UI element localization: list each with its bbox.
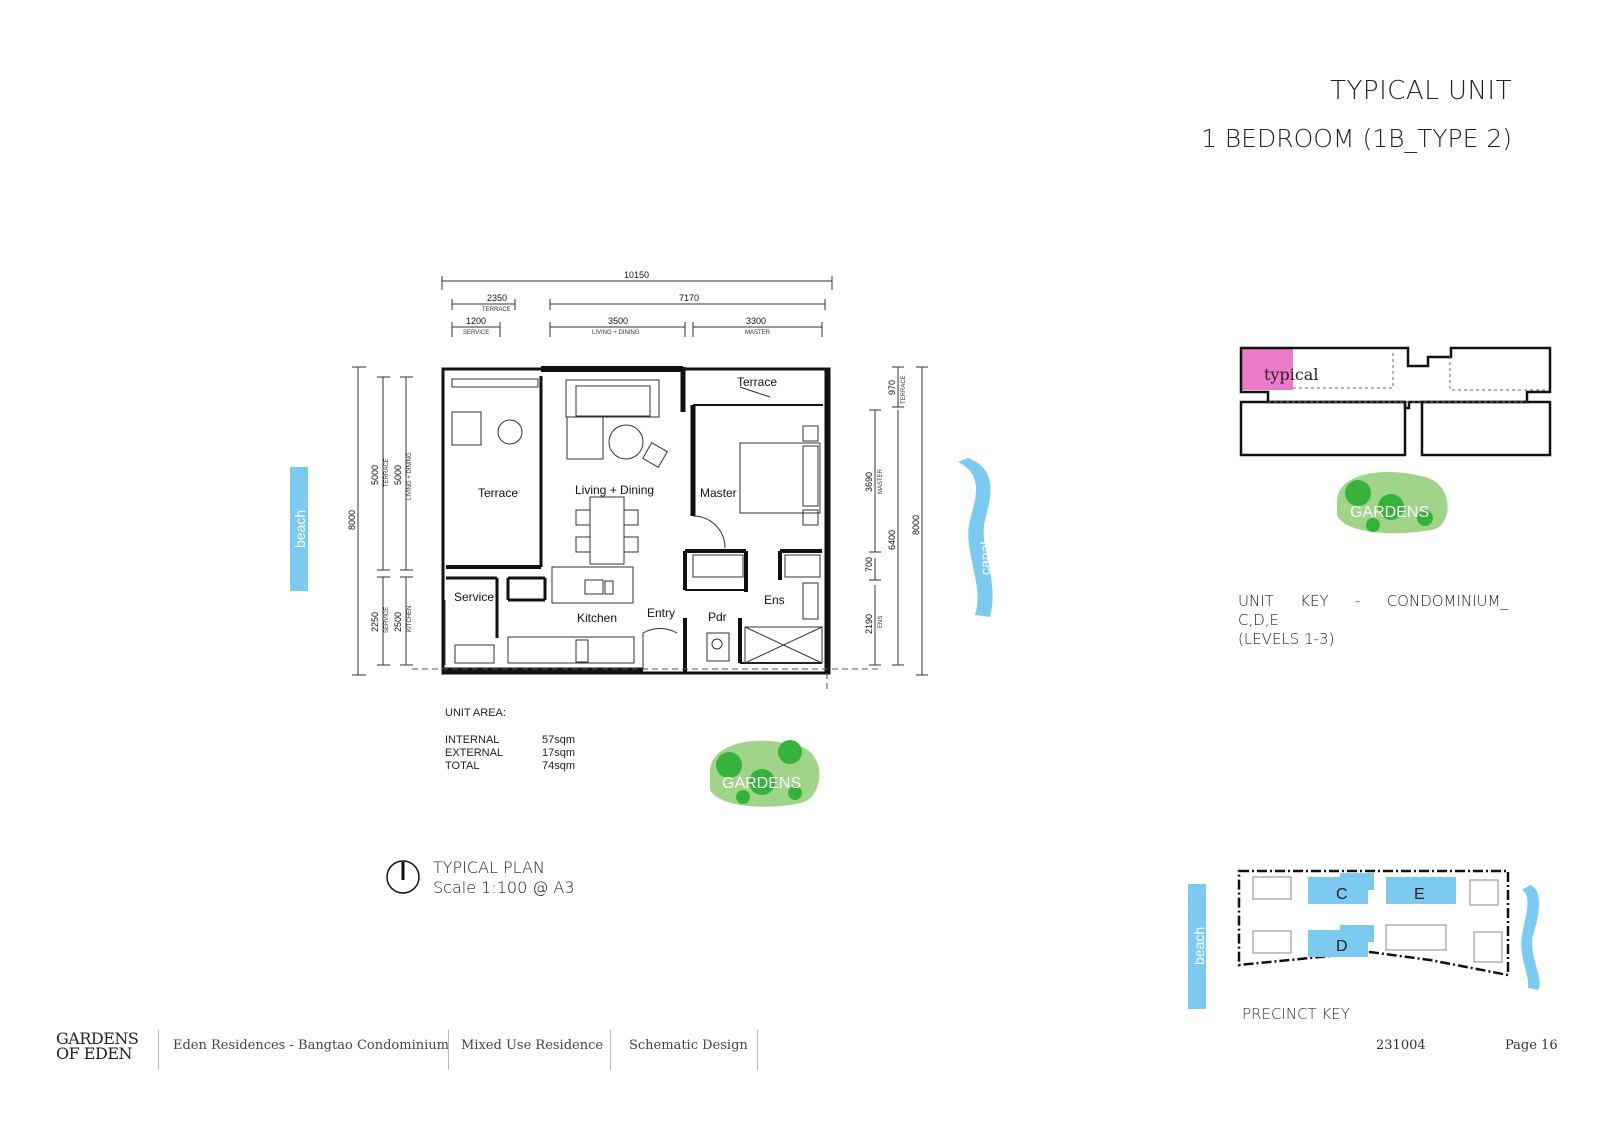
unit-key-blocks: C,D,E	[1238, 611, 1280, 629]
unit-key-caption: UNIT KEY - CONDOMINIUM_ C,D,E (LEVELS 1-…	[1238, 592, 1508, 649]
room-label-ens: Ens	[764, 593, 785, 607]
page-number: Page 16	[1505, 1038, 1558, 1053]
dim-right-master-lbl: MASTER	[878, 468, 884, 494]
room-label-terrace-top: Terrace	[737, 375, 777, 389]
typical-label: typical	[1264, 365, 1318, 384]
unit-area-row: INTERNAL 57sqm	[0, 734, 700, 747]
dim-left-terrace: 5000	[370, 465, 380, 485]
footer-use: Mixed Use Residence	[461, 1038, 604, 1053]
dim-left-service: 2250	[370, 612, 380, 632]
unit-key-gardens: GARDENS	[1337, 471, 1448, 534]
plan-caption: TYPICAL PLAN Scale 1:100 @ A3	[433, 858, 575, 898]
plan-caption-title: TYPICAL PLAN	[433, 858, 545, 877]
page-title: TYPICAL UNIT	[1330, 76, 1512, 106]
dim-left-living: 5000	[393, 465, 403, 485]
beach-strip	[290, 467, 308, 591]
dim-right-ens: 2190	[864, 614, 874, 634]
dim-right-total: 8000	[911, 515, 921, 535]
gardens-of-eden-logo: GARDENS OF EDEN	[56, 1029, 139, 1063]
unit-area-value: 74sqm	[542, 760, 576, 772]
room-label-terrace-left: Terrace	[478, 486, 518, 500]
unit-area-label: EXTERNAL	[445, 747, 504, 759]
dim-right-w: 7170	[679, 293, 699, 303]
dim-terrace-w-lbl: TERRACE	[482, 307, 511, 313]
unit-area-value: 17sqm	[542, 747, 576, 759]
gardens-blob: GARDENS	[710, 740, 820, 807]
gardens-label: GARDENS	[722, 775, 801, 792]
block-e-label: E	[1414, 886, 1425, 903]
dim-right-terrace-lbl: TERRACE	[901, 375, 907, 404]
dim-master-w: 3300	[746, 316, 766, 326]
footer-project: Eden Residences - Bangtao Condominium	[173, 1038, 449, 1053]
unit-area-label: INTERNAL	[445, 734, 500, 746]
dim-living-w: 3500	[608, 316, 628, 326]
beach-label: beach	[292, 510, 308, 548]
unit-key-diagram: typical	[1239, 346, 1552, 457]
unit-key-word: -	[1354, 592, 1361, 610]
unit-area-row: TOTAL 74sqm	[0, 760, 700, 773]
north-arrow-icon	[386, 860, 420, 894]
dim-right-700: 700	[864, 557, 874, 572]
dim-left-kitchen: 2500	[393, 612, 403, 632]
footer-divider	[610, 1030, 611, 1070]
dim-left-kitchen-lbl: KITCHEN	[407, 606, 413, 632]
precinct-beach-label: beach	[1191, 927, 1207, 965]
dim-terrace-w: 2350	[487, 293, 507, 303]
dim-left-total: 8000	[347, 510, 357, 530]
room-label-living-dining: Living + Dining	[575, 483, 654, 497]
unit-area-label: TOTAL	[445, 760, 480, 772]
unit-area-heading: UNIT AREA:	[445, 707, 506, 719]
dim-service-w-lbl: SERVICE	[463, 330, 489, 336]
unit-key-gardens-label: GARDENS	[1350, 504, 1429, 521]
room-label-pdr: Pdr	[708, 610, 727, 624]
plan-furniture	[444, 378, 823, 670]
unit-key-word: UNIT	[1238, 592, 1274, 610]
page-subtitle: 1 BEDROOM (1B_TYPE 2)	[1200, 124, 1512, 153]
canal-shape	[958, 458, 993, 617]
block-c-label: C	[1336, 886, 1348, 903]
dim-left-living-lbl: LIVING + DINING	[407, 452, 413, 500]
unit-key-word: CONDOMINIUM_	[1386, 592, 1508, 610]
plan-caption-scale: Scale 1:100 @ A3	[433, 878, 575, 897]
footer-stage: Schematic Design	[629, 1038, 748, 1053]
room-label-kitchen: Kitchen	[577, 611, 617, 625]
footer-divider	[448, 1030, 449, 1070]
dim-right-ens-lbl: ENS	[878, 616, 884, 628]
unit-key-levels: (LEVELS 1-3)	[1238, 630, 1335, 648]
precinct-key-diagram: beach canal C E D	[1188, 869, 1547, 1009]
block-d-label: D	[1336, 938, 1348, 955]
dim-right-master: 3690	[864, 472, 874, 492]
dim-right-terrace: 970	[887, 380, 897, 395]
room-label-master: Master	[700, 486, 737, 500]
precinct-key-title: PRECINCT KEY	[1242, 1005, 1350, 1023]
unit-key-word: KEY	[1300, 592, 1329, 610]
dim-overall: 10150	[624, 270, 649, 280]
dim-right-mid: 6400	[887, 530, 897, 550]
canal-label: canal	[977, 542, 993, 575]
dim-left-terrace-lbl: TERRACE	[384, 458, 390, 487]
room-label-entry: Entry	[647, 606, 675, 620]
dim-service-w: 1200	[466, 316, 486, 326]
precinct-canal-label: canal	[1535, 936, 1547, 962]
dim-master-w-lbl: MASTER	[745, 330, 771, 336]
logo-line: GARDENS	[56, 1029, 139, 1048]
logo-line: OF EDEN	[56, 1044, 133, 1063]
unit-area-value: 57sqm	[542, 734, 576, 746]
footer-divider	[757, 1030, 758, 1070]
dim-living-w-lbl: LIVING + DINING	[592, 330, 640, 336]
dim-left-service-lbl: SERVICE	[384, 607, 390, 633]
document-code: 231004	[1376, 1038, 1426, 1053]
unit-area-row: EXTERNAL 17sqm	[0, 747, 700, 760]
room-label-service: Service	[454, 590, 494, 604]
footer-divider	[158, 1030, 159, 1070]
